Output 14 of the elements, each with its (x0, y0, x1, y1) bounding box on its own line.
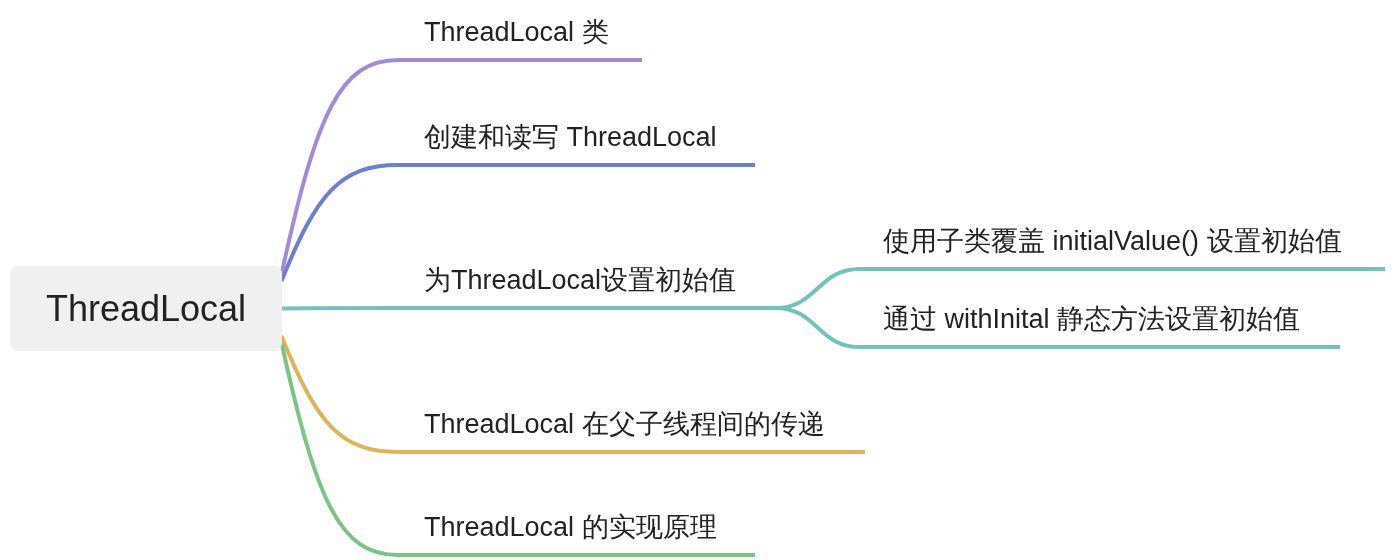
branch-line (773, 306, 862, 349)
branch-line (280, 163, 400, 282)
branch-line (280, 343, 400, 557)
subtopic: 使用子类覆盖 initialValue() 设置初始值 (860, 219, 1385, 271)
branch-line (280, 306, 400, 311)
subtopic: 创建和读写 ThreadLocal (398, 115, 755, 167)
branch-line (280, 335, 400, 454)
central-topic-box: ThreadLocal (10, 266, 282, 351)
subtopic: ThreadLocal 类 (398, 10, 642, 62)
subtopic: ThreadLocal 在父子线程间的传递 (398, 402, 865, 454)
subtopic: 通过 withInital 静态方法设置初始值 (860, 297, 1340, 349)
subtopic: 为ThreadLocal设置初始值 (398, 258, 775, 310)
branch-line (280, 58, 400, 274)
subtopic: ThreadLocal 的实现原理 (398, 505, 755, 557)
